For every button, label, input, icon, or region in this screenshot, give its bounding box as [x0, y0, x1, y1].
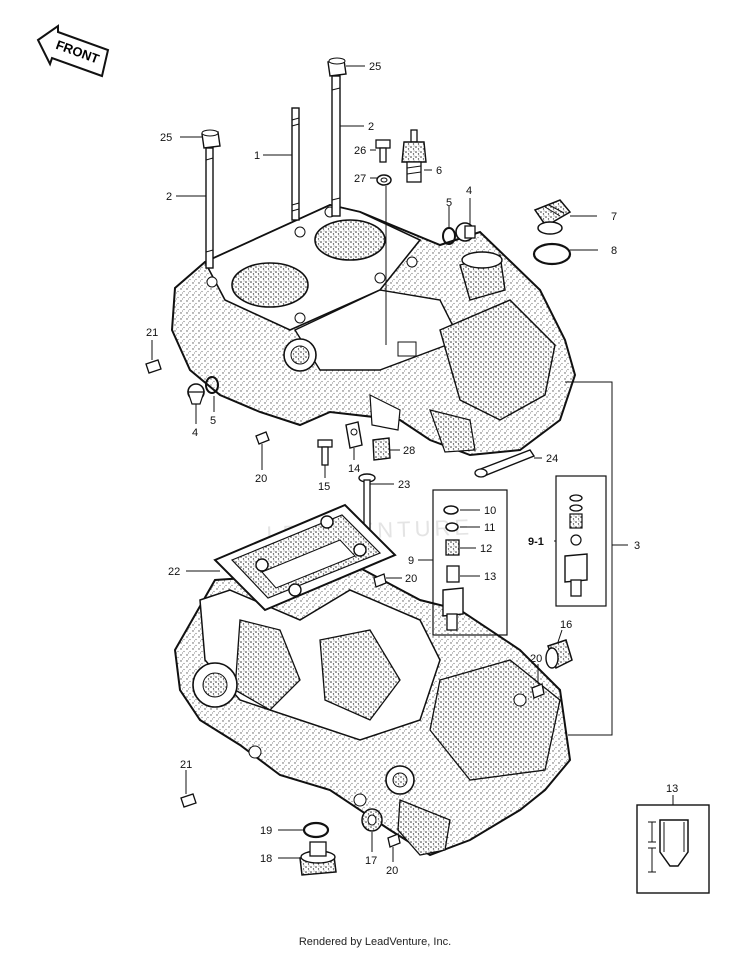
stud-2-right [331, 75, 341, 217]
dowel-pin-21-upper [145, 359, 162, 374]
callout-3: 3 [634, 540, 640, 552]
callout-9: 9 [408, 555, 414, 567]
leader-lines [151, 65, 598, 862]
dowel-pin-21-lower [180, 793, 197, 808]
washer-27 [376, 174, 392, 186]
cap-nut-25-left [201, 129, 221, 149]
upper-crankcase [170, 203, 577, 457]
oil-pressure-switch-6 [401, 129, 427, 183]
callout-20-right: 20 [530, 653, 542, 665]
callout-8: 8 [611, 245, 617, 257]
callout-5-upper: 5 [446, 197, 452, 209]
drain-plug-18 [299, 841, 337, 876]
clamp-14 [345, 421, 363, 449]
plug-4-upper [455, 222, 476, 242]
callout-13: 13 [484, 571, 496, 583]
callout-25-left: 25 [160, 132, 172, 144]
callout-23: 23 [398, 479, 410, 491]
callout-4-left: 4 [192, 427, 198, 439]
callout-20-mid: 20 [405, 573, 417, 585]
callout-15: 15 [318, 481, 330, 493]
callout-11: 11 [484, 522, 495, 534]
lower-crankcase [173, 558, 572, 857]
oil-seal-17 [361, 808, 383, 832]
callout-21-lower: 21 [180, 759, 192, 771]
relief-valve-box-9 [432, 489, 508, 636]
bolt-26 [375, 139, 391, 163]
callout-6: 6 [436, 165, 442, 177]
callout-26: 26 [354, 145, 366, 157]
callout-21-upper: 21 [146, 327, 158, 339]
callout-22: 22 [168, 566, 180, 578]
dowel-pin-20-upper [255, 431, 270, 445]
callout-13-inset: 13 [666, 783, 678, 795]
callout-7: 7 [611, 211, 617, 223]
callout-27: 27 [354, 173, 366, 185]
o-ring-19 [302, 821, 330, 839]
callout-4-upper: 4 [466, 185, 472, 197]
callout-14: 14 [348, 463, 360, 475]
callout-28: 28 [403, 445, 415, 457]
oil-filler-cap-7 [533, 199, 572, 235]
stud-1 [291, 107, 300, 221]
dowel-pin-20-lower [387, 833, 401, 848]
o-ring-5-left [205, 376, 219, 394]
callout-19: 19 [260, 825, 272, 837]
cap-nut-25-right [327, 57, 347, 77]
callout-9-1: 9-1 [528, 536, 544, 548]
callout-1: 1 [254, 150, 260, 162]
footer-credit: Rendered by LeadVenture, Inc. [298, 936, 452, 948]
bracket-3 [565, 381, 628, 736]
stud-2-left [205, 147, 214, 269]
plug-28 [372, 437, 391, 461]
callout-2-right: 2 [368, 121, 374, 133]
callout-16: 16 [560, 619, 572, 631]
plug-4-left [187, 383, 205, 405]
gasket-22 [213, 503, 397, 612]
callout-20-lower: 20 [386, 865, 398, 877]
relief-valve-box-9-1 [555, 475, 607, 607]
callout-5-left: 5 [210, 415, 216, 427]
callout-24: 24 [546, 453, 558, 465]
callout-25-right: 25 [369, 61, 381, 73]
callout-10: 10 [484, 505, 496, 517]
dowel-pin-20-mid [373, 573, 387, 588]
inset-detail-13 [636, 795, 710, 894]
bolt-15 [317, 439, 333, 466]
callout-2-left: 2 [166, 191, 172, 203]
callout-labels: 25 2 1 25 2 26 27 6 4 5 7 8 21 4 5 20 15… [146, 61, 678, 877]
breather-pipe-24 [474, 449, 536, 478]
o-ring-8 [532, 242, 572, 266]
oil-seal-16 [545, 639, 573, 670]
callout-18: 18 [260, 853, 272, 865]
front-arrow-icon: FRONT [36, 24, 110, 78]
callout-12: 12 [480, 543, 492, 555]
dowel-pin-20-right [531, 683, 545, 699]
callout-17: 17 [365, 855, 377, 867]
callout-20-upper: 20 [255, 473, 267, 485]
